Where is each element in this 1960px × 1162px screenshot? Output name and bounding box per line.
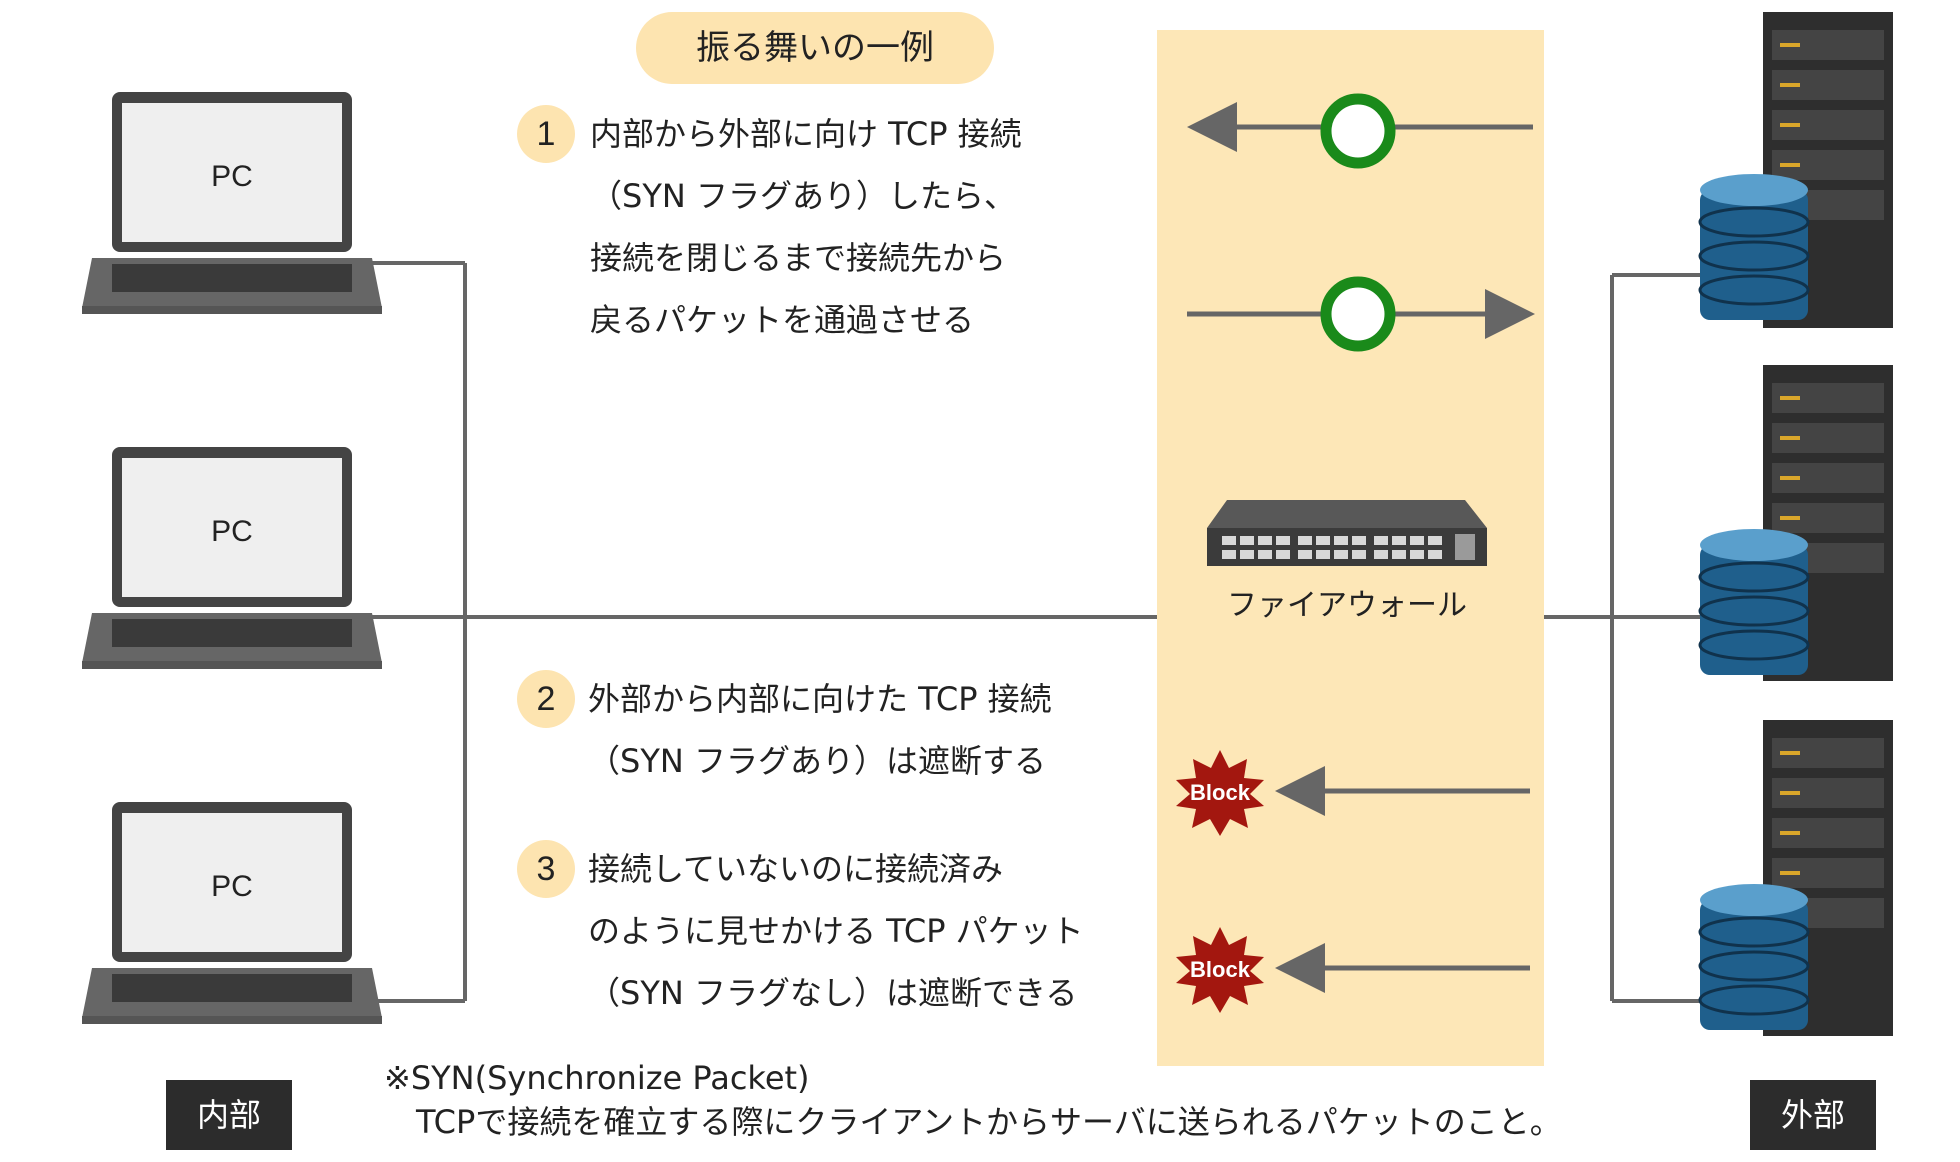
diagram-title: 振る舞いの一例 xyxy=(636,12,994,84)
rule-line: 戻るパケットを通過させる xyxy=(590,301,975,339)
rule-number: 3 xyxy=(517,840,575,898)
rule-line: （SYN フラグなし）は遮断できる xyxy=(588,974,1078,1012)
rule-3-text: 接続していないのに接続済み のように見せかける TCP パケット （SYN フラ… xyxy=(588,838,1084,1024)
rule-number: 2 xyxy=(517,670,575,728)
rule-line: のように見せかける TCP パケット xyxy=(588,912,1084,950)
allow-ring-icon xyxy=(1320,276,1396,352)
footnote-definition: TCPで接続を確立する際にクライアントからサーバに送られるパケットのこと。 xyxy=(384,1103,1562,1141)
rule-line: 外部から内部に向けた TCP 接続 xyxy=(588,680,1052,718)
database-icon xyxy=(1698,174,1810,320)
rule-1-text: 内部から外部に向け TCP 接続 （SYN フラグあり）したら、 接続を閉じるま… xyxy=(590,103,1022,351)
database-icon xyxy=(1698,529,1810,675)
rule-number: 1 xyxy=(517,105,575,163)
database-icon xyxy=(1698,884,1810,1030)
footnote-term: ※SYN(Synchronize Packet) xyxy=(384,1059,810,1097)
internal-label: 内部 xyxy=(166,1080,292,1150)
block-label: Block xyxy=(1190,780,1251,805)
block-burst-icon: Block xyxy=(1176,750,1264,836)
rule-2-text: 外部から内部に向けた TCP 接続 （SYN フラグあり）は遮断する xyxy=(588,668,1052,792)
laptop-icon xyxy=(82,92,382,314)
external-label: 外部 xyxy=(1750,1080,1876,1150)
rule-line: （SYN フラグあり）は遮断する xyxy=(588,742,1046,780)
pc-label: PC xyxy=(211,160,253,193)
server-rack-icon xyxy=(1763,12,1893,328)
pc-label: PC xyxy=(211,515,253,548)
laptop-icon xyxy=(82,802,382,1024)
firewall-appliance-icon xyxy=(1207,500,1487,566)
rule-line: 接続を閉じるまで接続先から xyxy=(590,239,1007,277)
allow-ring-icon xyxy=(1320,93,1396,169)
pc-label: PC xyxy=(211,870,253,903)
footnote: ※SYN(Synchronize Packet) TCPで接続を確立する際にクラ… xyxy=(384,1056,1562,1144)
allow-outgoing-arrow xyxy=(1187,276,1535,352)
firewall-label: ファイアウォール xyxy=(1227,588,1467,623)
rule-line: （SYN フラグあり）したら、 xyxy=(590,177,1016,215)
allow-return-arrow xyxy=(1187,93,1533,169)
rule-line: 接続していないのに接続済み xyxy=(588,850,1004,888)
block-burst-icon: Block xyxy=(1176,927,1264,1013)
block-label: Block xyxy=(1190,957,1251,982)
laptop-icon xyxy=(82,447,382,669)
rule-line: 内部から外部に向け TCP 接続 xyxy=(590,115,1022,153)
